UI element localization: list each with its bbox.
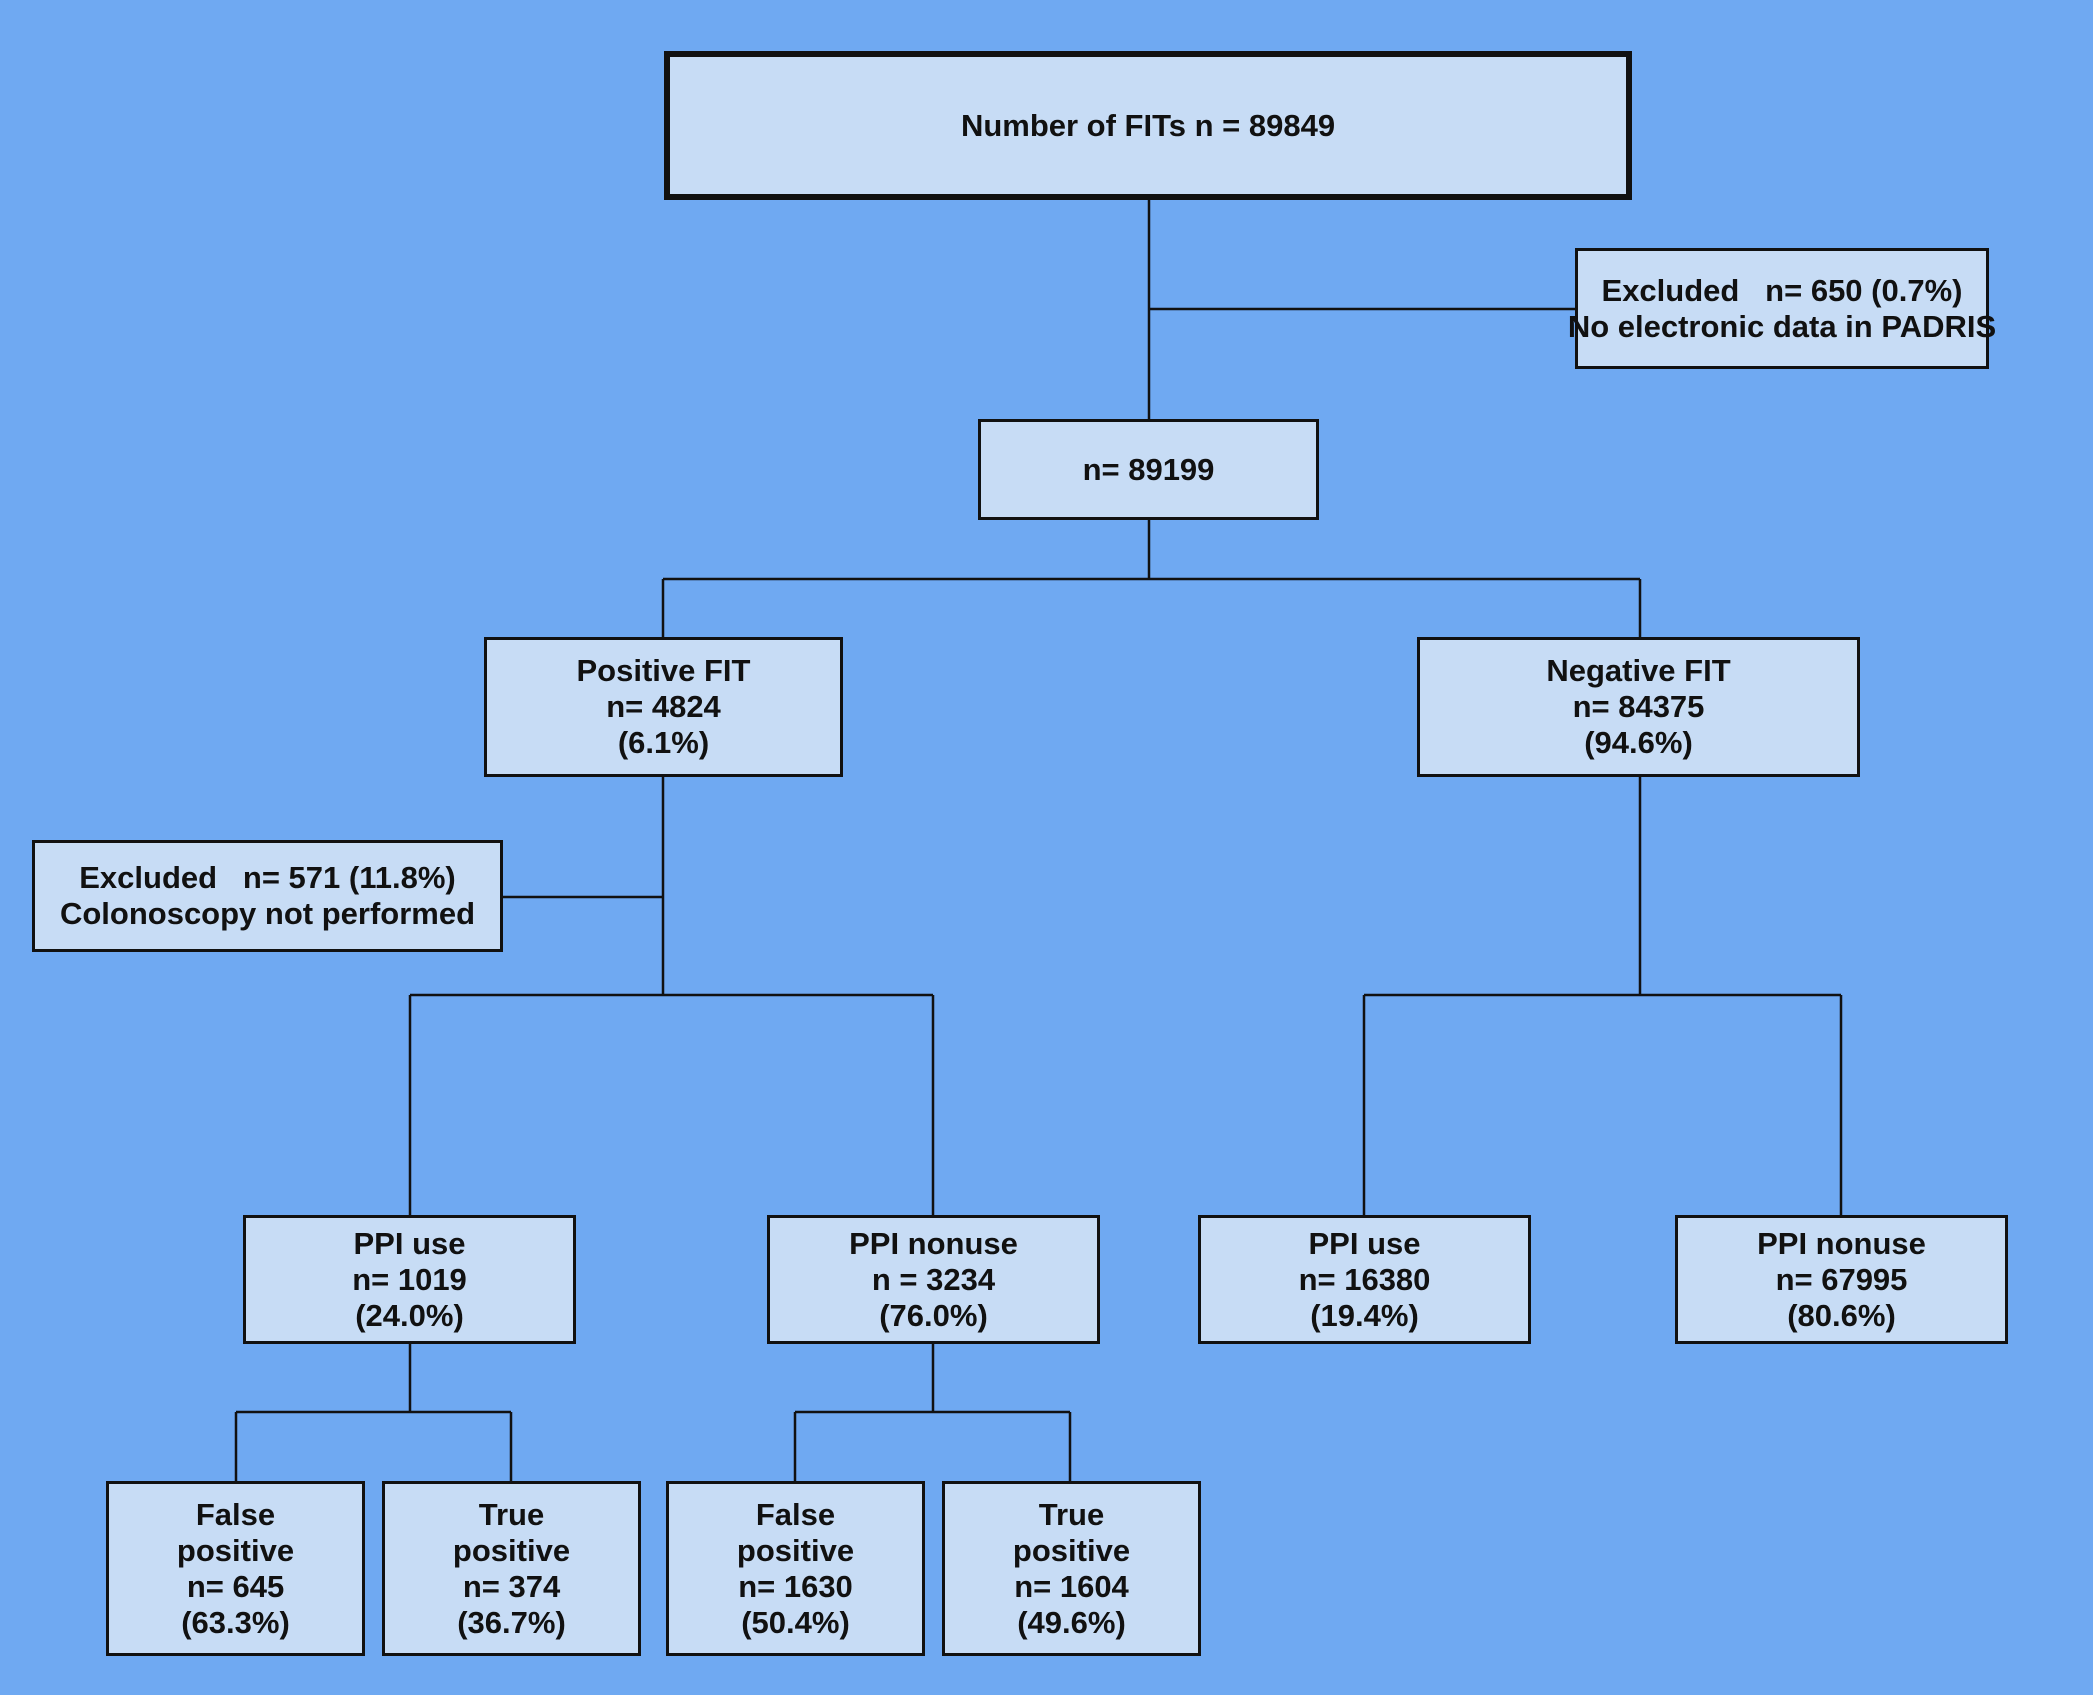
nonuse-true-positive-line-3: n= 1604 (1014, 1568, 1129, 1604)
nonuse-false-positive-line-2: positive (736, 1532, 855, 1568)
negative-fit-line-1: Negative FIT (1546, 653, 1731, 688)
use-false-positive-line-2: positive (176, 1532, 295, 1568)
pos-ppi-use-box: PPI use n= 1019 (24.0%) (243, 1215, 576, 1344)
nonuse-false-positive-line-1: False (755, 1496, 836, 1532)
negative-fit-line-3: (94.6%) (1584, 725, 1693, 760)
positive-fit-box: Positive FIT n= 4824 (6.1%) (484, 637, 843, 777)
nonuse-false-positive-line-3: n= 1630 (738, 1568, 853, 1604)
use-false-positive-line-3: n= 645 (186, 1568, 285, 1604)
use-true-positive-line-1: True (478, 1496, 545, 1532)
use-false-positive-box: False positive n= 645 (63.3%) (106, 1481, 365, 1656)
nonuse-true-positive-line-1: True (1038, 1496, 1105, 1532)
neg-ppi-nonuse-line-2: n= 67995 (1775, 1261, 1908, 1297)
pos-ppi-nonuse-box: PPI nonuse n = 3234 (76.0%) (767, 1215, 1100, 1344)
neg-ppi-nonuse-box: PPI nonuse n= 67995 (80.6%) (1675, 1215, 2008, 1344)
excluded-top-box: Excluded n= 650 (0.7%) No electronic dat… (1568, 248, 1996, 369)
use-false-positive-line-4: (63.3%) (181, 1604, 290, 1640)
neg-ppi-use-line-1: PPI use (1308, 1225, 1421, 1261)
excluded-colonoscopy-box: Excluded n= 571 (11.8%) Colonoscopy not … (32, 840, 503, 952)
nonuse-true-positive-line-4: (49.6%) (1017, 1604, 1126, 1640)
use-true-positive-line-2: positive (452, 1532, 571, 1568)
root-line-1: Number of FITs n = 89849 (960, 107, 1336, 143)
excluded-top-line-1: Excluded n= 650 (0.7%) (1601, 272, 1963, 308)
positive-fit-line-3: (6.1%) (617, 725, 710, 760)
nonuse-true-positive-line-2: positive (1012, 1532, 1131, 1568)
neg-ppi-nonuse-line-1: PPI nonuse (1757, 1225, 1926, 1261)
use-true-positive-box: True positive n= 374 (36.7%) (382, 1481, 641, 1656)
pos-ppi-nonuse-line-1: PPI nonuse (849, 1225, 1018, 1261)
positive-fit-line-2: n= 4824 (606, 689, 721, 724)
excluded-top-line-2: No electronic data in PADRIS (1567, 308, 1997, 344)
use-false-positive-line-1: False (195, 1496, 276, 1532)
excluded-colonoscopy-line-1: Excluded n= 571 (11.8%) (79, 860, 456, 895)
excluded-colonoscopy-line-2: Colonoscopy not performed (59, 896, 476, 931)
neg-ppi-nonuse-line-3: (80.6%) (1787, 1297, 1896, 1333)
positive-fit-line-1: Positive FIT (576, 653, 751, 688)
pos-ppi-use-line-1: PPI use (353, 1225, 466, 1261)
pos-ppi-nonuse-line-3: (76.0%) (879, 1297, 988, 1333)
negative-fit-box: Negative FIT n= 84375 (94.6%) (1417, 637, 1860, 777)
nonuse-false-positive-box: False positive n= 1630 (50.4%) (666, 1481, 925, 1656)
neg-ppi-use-line-3: (19.4%) (1310, 1297, 1419, 1333)
neg-ppi-use-box: PPI use n= 16380 (19.4%) (1198, 1215, 1531, 1344)
total-line-1: n= 89199 (1082, 451, 1215, 487)
use-true-positive-line-4: (36.7%) (457, 1604, 566, 1640)
neg-ppi-use-line-2: n= 16380 (1298, 1261, 1431, 1297)
pos-ppi-use-line-3: (24.0%) (355, 1297, 464, 1333)
nonuse-true-positive-box: True positive n= 1604 (49.6%) (942, 1481, 1201, 1656)
total-box: n= 89199 (978, 419, 1319, 520)
pos-ppi-use-line-2: n= 1019 (352, 1261, 467, 1297)
root-box: Number of FITs n = 89849 (664, 51, 1632, 200)
use-true-positive-line-3: n= 374 (462, 1568, 561, 1604)
nonuse-false-positive-line-4: (50.4%) (741, 1604, 850, 1640)
pos-ppi-nonuse-line-2: n = 3234 (871, 1261, 996, 1297)
negative-fit-line-2: n= 84375 (1572, 689, 1705, 724)
